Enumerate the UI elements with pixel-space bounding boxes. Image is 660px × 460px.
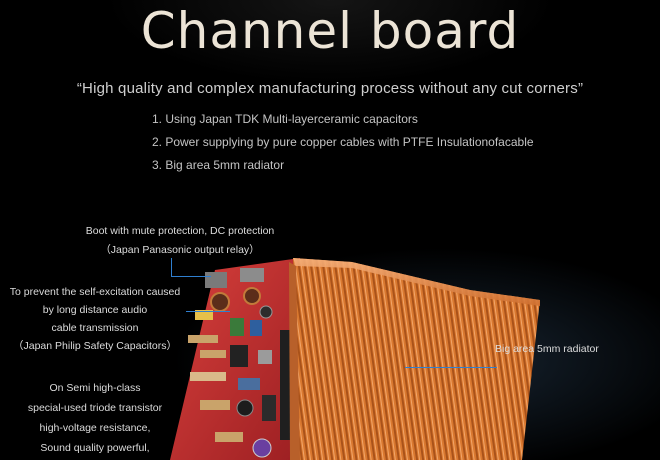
annotation-triode-transistor: On Semi high-class special-used triode t… [10, 378, 180, 458]
annotation-line: （Japan Philip Safety Capacitors） [13, 340, 177, 352]
leader-line [405, 367, 497, 368]
annotation-line: （Japan Panasonic output relay） [100, 244, 260, 256]
feature-list: 1. Using Japan TDK Multi-layerceramic ca… [152, 108, 534, 177]
leader-line [171, 276, 211, 277]
inductor-coil [210, 292, 230, 312]
tagline-quote: “High quality and complex manufacturing … [76, 80, 584, 97]
annotation-line: On Semi high-class [49, 382, 141, 394]
feature-item: 2. Power supplying by pure copper cables… [152, 135, 534, 149]
leader-line [171, 258, 172, 276]
annotation-line: cable transmission [51, 322, 139, 334]
annotation-line: by long distance audio [42, 304, 148, 316]
pcb-board [170, 258, 300, 460]
feature-item: 3. Big area 5mm radiator [152, 158, 285, 172]
annotation-line: Boot with mute protection, DC protection [85, 225, 275, 237]
annotation-line: high-voltage resistance, [39, 422, 151, 434]
leader-line [186, 311, 230, 312]
page-title: Channel board [140, 2, 520, 60]
feature-item: 1. Using Japan TDK Multi-layerceramic ca… [152, 112, 418, 126]
relay-component [205, 272, 227, 288]
annotation-self-excitation: To prevent the self-excitation caused by… [0, 283, 190, 355]
annotation-line: To prevent the self-excitation caused [9, 286, 181, 298]
annotation-boot-protection: Boot with mute protection, DC protection… [80, 222, 280, 260]
annotation-line: special-used triode transistor [27, 402, 163, 414]
annotation-radiator: Big area 5mm radiator [495, 343, 599, 355]
heatsink-radiator [289, 258, 540, 460]
annotation-line: Sound quality powerful, [40, 442, 150, 454]
